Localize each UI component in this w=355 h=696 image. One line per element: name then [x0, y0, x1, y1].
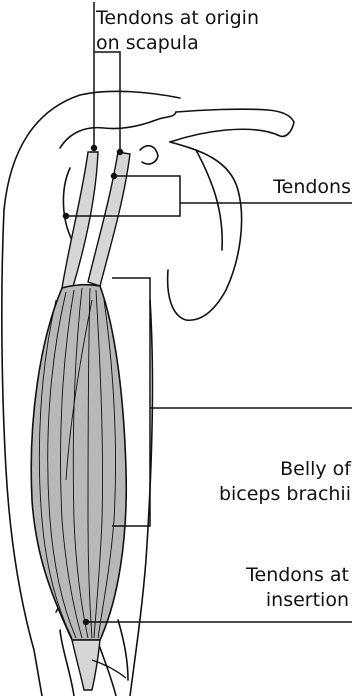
arm-medial-contour [130, 300, 153, 696]
coracoid [140, 146, 158, 164]
origin-dot-1 [92, 146, 97, 151]
scapula-inner [196, 150, 222, 250]
insertion-tendons [72, 640, 100, 690]
biceps-belly-shape [31, 285, 126, 640]
label-tendons-at-origin: Tendons at origin on scapula [96, 6, 259, 56]
label-belly-line1: Belly of [219, 457, 351, 482]
forearm-bone-3 [118, 620, 128, 680]
label-tendons-line1: Tendons [273, 175, 351, 200]
label-tendons: Tendons [273, 175, 351, 200]
label-origin-line2: on scapula [96, 31, 259, 56]
clavicle [170, 109, 294, 142]
label-insertion-line1: Tendons at [246, 563, 349, 588]
origin-dot-2 [118, 150, 123, 155]
label-belly-line2: biceps brachii [219, 482, 351, 507]
acromion [60, 112, 176, 148]
label-insertion-line2: insertion [246, 588, 349, 613]
label-belly-of-biceps: Belly of biceps brachii [219, 457, 351, 507]
tendons-dot-2 [64, 214, 69, 219]
label-tendons-at-insertion: Tendons at insertion [246, 563, 349, 613]
biceps-belly [31, 285, 126, 640]
insertion-tendon-shape [72, 640, 100, 690]
humeral-head [63, 168, 72, 240]
tendons-dot-1 [112, 174, 117, 179]
insertion-dot [84, 620, 89, 625]
origin-tendons [62, 152, 130, 290]
label-origin-line1: Tendons at origin [96, 6, 259, 31]
